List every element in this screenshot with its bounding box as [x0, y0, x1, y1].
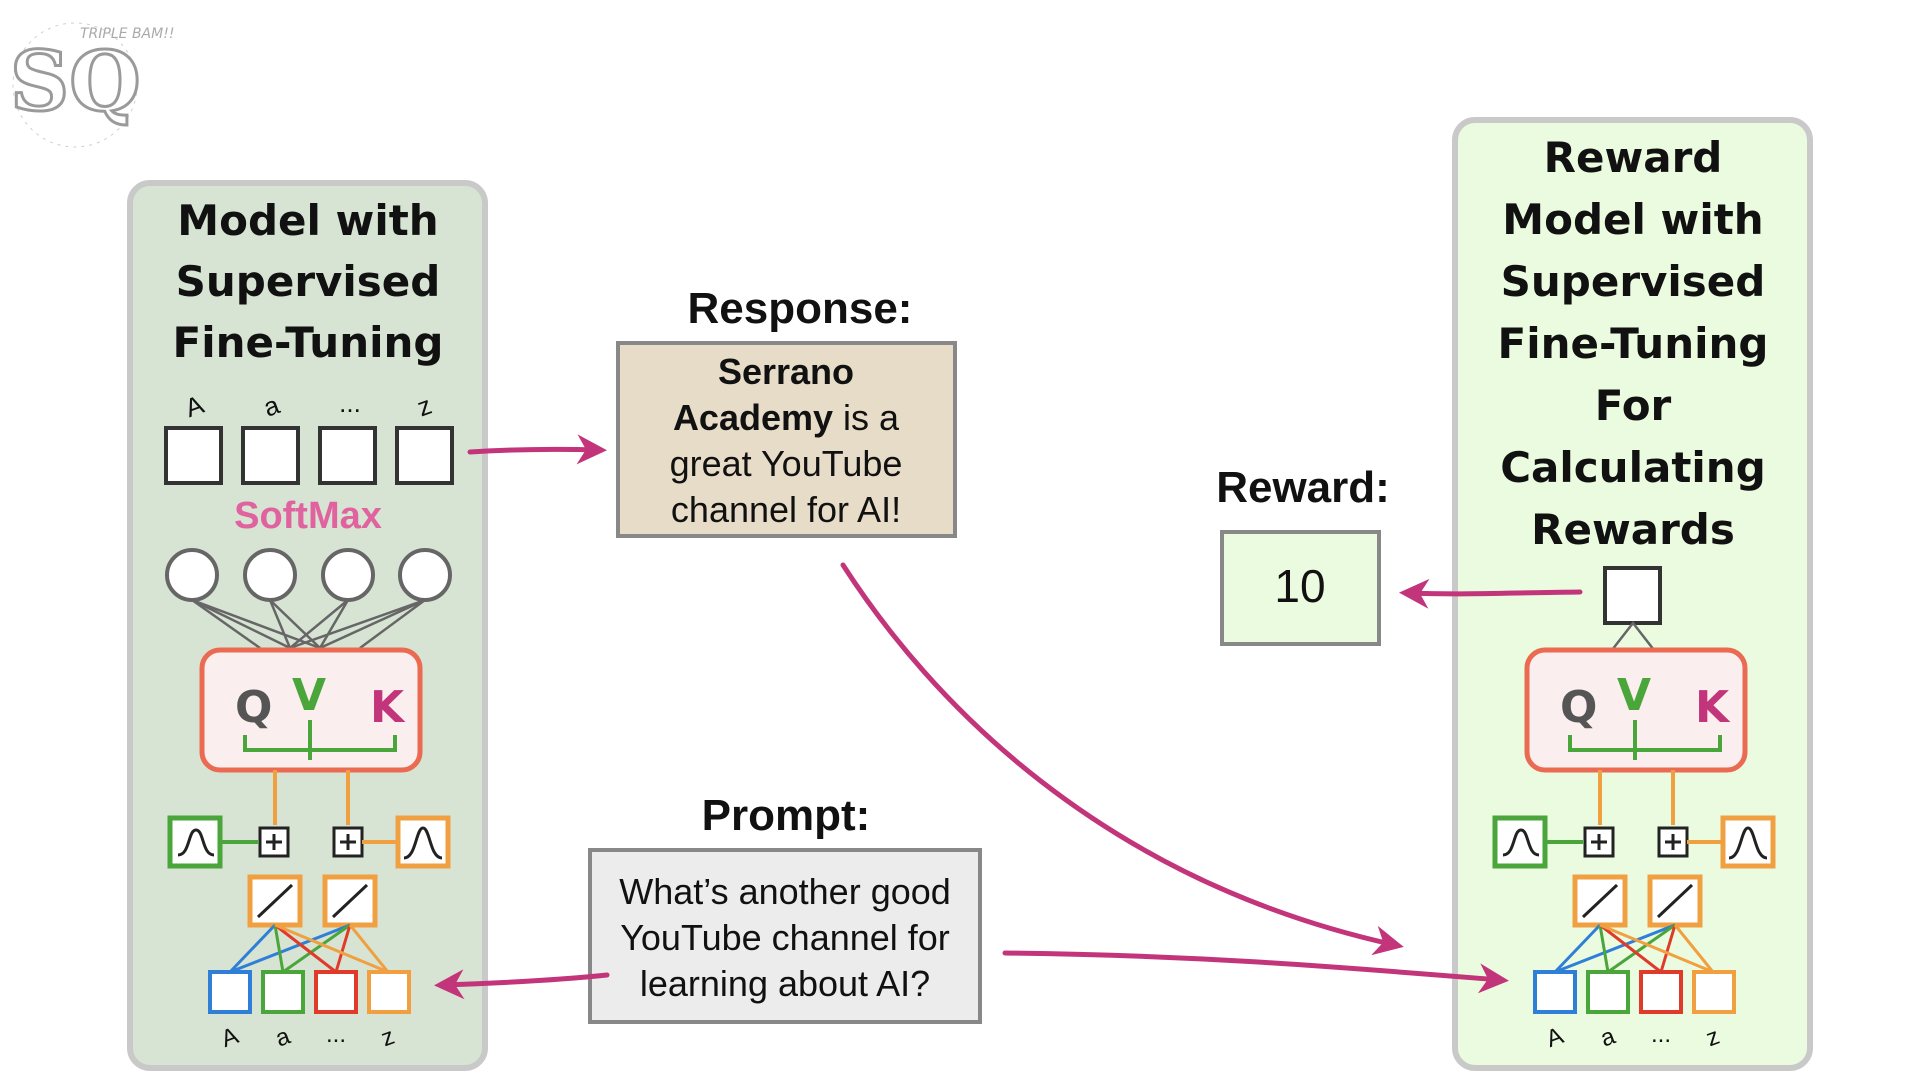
right-input-square-2	[1586, 970, 1630, 1014]
left-neuron-1	[165, 548, 219, 602]
right-bottom-token-3: ...	[1651, 1021, 1671, 1048]
left-attention-v: V	[292, 670, 326, 721]
left-input-square-1	[208, 970, 252, 1014]
right-attention-q: Q	[1560, 682, 1597, 733]
left-model-panel: Model with Supervised Fine-Tuning A a ..…	[127, 180, 488, 1071]
right-panel-title-line-2: Model with	[1502, 195, 1763, 244]
left-input-connections	[228, 923, 390, 974]
left-output-square-2	[241, 426, 300, 485]
right-input-square-1	[1533, 970, 1577, 1014]
left-panel-title-line-3: Fine-Tuning	[173, 318, 444, 367]
arrow-model-to-response	[467, 434, 607, 465]
reward-value: 10	[1274, 560, 1325, 612]
right-input-square-3	[1639, 970, 1683, 1014]
left-bottom-token-3: ...	[326, 1021, 346, 1048]
left-panel-title-line-1: Model with	[177, 196, 438, 245]
arrow-prompt-to-model	[434, 969, 610, 1000]
left-input-square-3	[314, 970, 358, 1014]
right-input-square-4	[1692, 970, 1736, 1014]
left-output-square-4	[395, 426, 454, 485]
left-neuron-connections	[191, 598, 426, 650]
left-neuron-4	[398, 548, 452, 602]
prompt-line-1: What’s another good	[619, 871, 951, 912]
response-line-2: Academy is a	[673, 397, 900, 438]
logo-letters: SQ	[10, 34, 141, 130]
right-panel-title-line-1: Reward	[1544, 133, 1723, 182]
response-line-4: channel for AI!	[671, 489, 901, 530]
prompt-line-3: learning about AI?	[640, 963, 930, 1004]
right-panel-title-line-3: Supervised	[1501, 257, 1766, 306]
arrow-response-to-reward-model	[840, 562, 1404, 956]
prompt-heading: Prompt:	[702, 791, 871, 840]
right-attention-v: V	[1617, 670, 1651, 721]
right-panel-title-line-5: For	[1595, 381, 1672, 430]
left-output-square-1	[164, 426, 223, 485]
response-line-3: great YouTube	[670, 443, 903, 484]
left-neuron-2	[243, 548, 297, 602]
prompt-box	[588, 848, 982, 1024]
reward-output-square	[1603, 566, 1662, 625]
left-input-square-4	[367, 970, 411, 1014]
left-neuron-3	[321, 548, 375, 602]
arrow-prompt-to-reward-model	[1002, 950, 1509, 994]
prompt-group: Prompt: What’s another good YouTube chan…	[588, 791, 982, 1024]
left-top-token-3: ...	[339, 388, 361, 418]
sq-logo: SQ TRIPLE BAM!!	[9, 22, 174, 148]
reward-heading: Reward:	[1216, 463, 1390, 512]
right-panel-title-line-7: Rewards	[1531, 505, 1735, 554]
response-heading: Response:	[688, 284, 913, 333]
flow-arrows	[434, 434, 1583, 1000]
reward-value-box	[1220, 530, 1381, 646]
right-sigmoid-icon	[1492, 815, 1548, 869]
response-box	[616, 341, 957, 538]
left-attention-k: K	[370, 682, 406, 733]
left-input-square-2	[261, 970, 305, 1014]
right-attention-bracket	[1568, 720, 1722, 760]
right-panel-title-line-6: Calculating	[1500, 443, 1766, 492]
right-attention-block	[1524, 647, 1748, 773]
left-attention-bracket	[243, 720, 397, 760]
right-panel-title-line-4: Fine-Tuning	[1498, 319, 1769, 368]
left-sigmoid-icon	[167, 815, 223, 869]
left-panel-title-line-2: Supervised	[176, 257, 441, 306]
reward-group: Reward: 10	[1216, 463, 1390, 646]
arrow-reward-model-to-reward	[1399, 578, 1583, 609]
right-attention-k: K	[1695, 682, 1731, 733]
right-reward-model-panel: Reward Model with Supervised Fine-Tuning…	[1452, 117, 1813, 1071]
softmax-label: SoftMax	[234, 495, 382, 537]
left-output-square-3	[318, 426, 377, 485]
prompt-line-2: YouTube channel for	[620, 917, 950, 958]
left-attention-block	[199, 647, 423, 773]
left-attention-q: Q	[235, 682, 272, 733]
logo-tagline: TRIPLE BAM!!	[80, 26, 174, 42]
right-input-connections	[1553, 923, 1715, 974]
response-group: Response: Serrano Academy is a great You…	[616, 284, 957, 538]
response-line-1: Serrano	[718, 351, 854, 392]
